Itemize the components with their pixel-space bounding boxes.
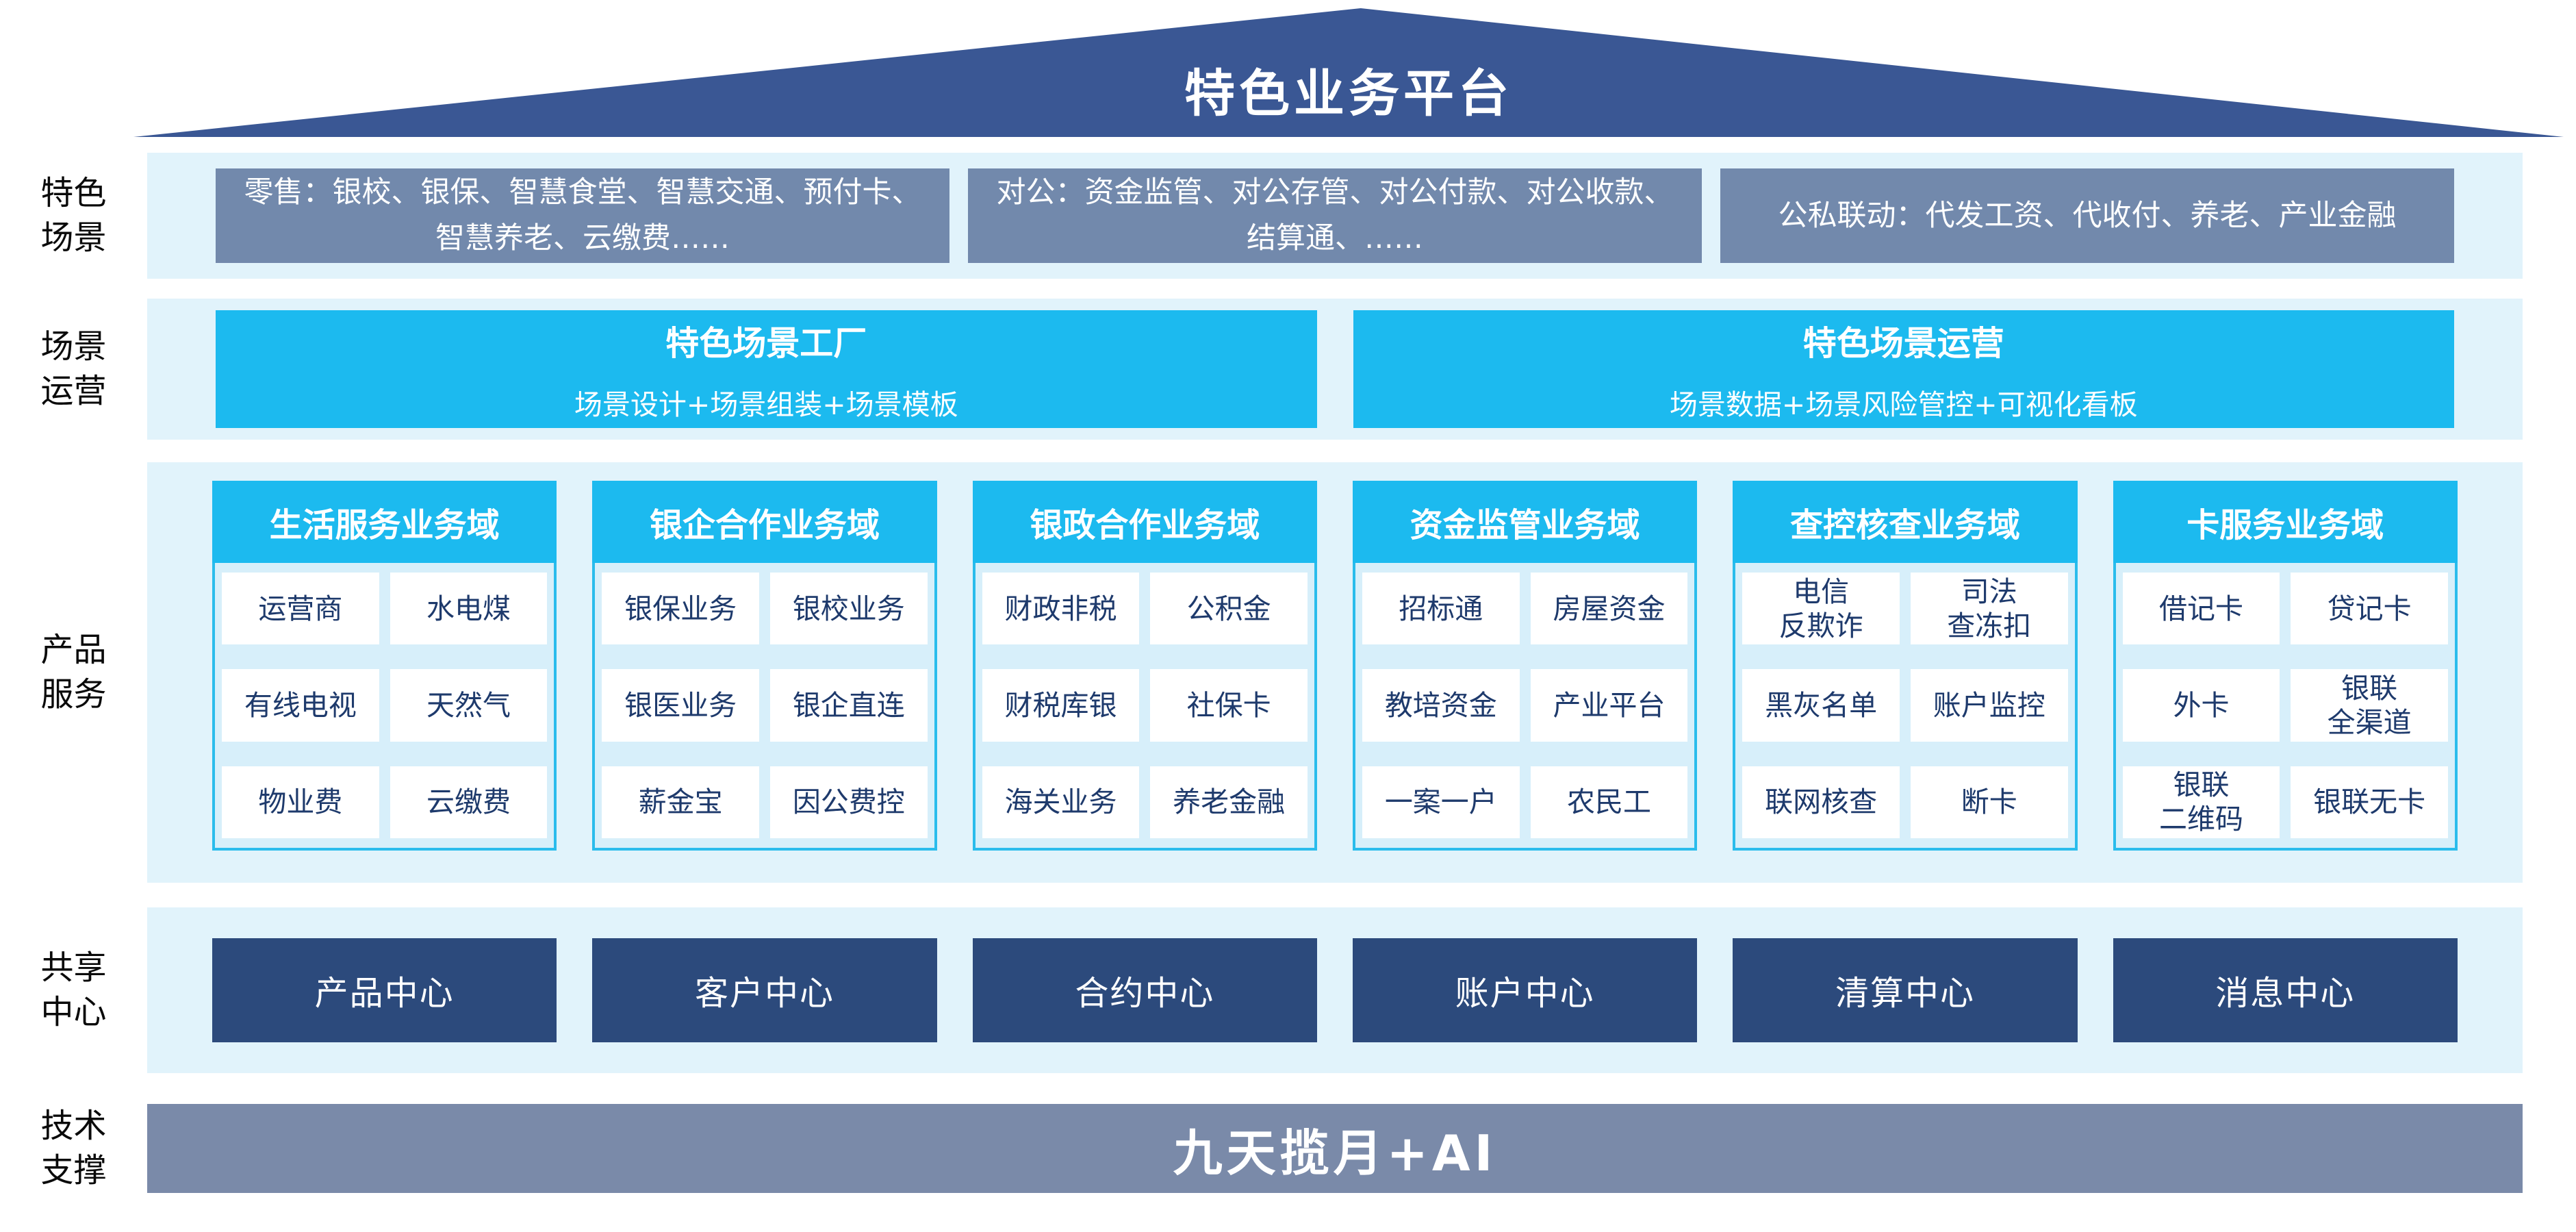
product-item: 水电煤 bbox=[390, 573, 548, 645]
product-item: 借记卡 bbox=[2122, 573, 2280, 645]
domain-header: 卡服务业务域 bbox=[2113, 481, 2458, 563]
center-box-contract: 合约中心 bbox=[972, 938, 1317, 1042]
operation-row: 特色场景工厂 场景设计+场景组装+场景模板 特色场景运营 场景数据+场景风险管控… bbox=[147, 299, 2523, 440]
product-item: 因公费控 bbox=[769, 766, 928, 838]
product-item: 社保卡 bbox=[1150, 669, 1308, 742]
op-box-subtitle: 场景数据+场景风险管控+可视化看板 bbox=[1669, 388, 2138, 421]
product-item: 银保业务 bbox=[602, 573, 759, 645]
row-label-tech: 技术 支撑 bbox=[40, 1107, 107, 1190]
domain-body: 财政非税 公积金 财税库银 社保卡 海关业务 养老金融 bbox=[975, 563, 1314, 848]
center-box-clearing: 清算中心 bbox=[1733, 938, 2078, 1042]
op-box-subtitle: 场景设计+场景组装+场景模板 bbox=[574, 388, 958, 421]
domain-column-fund-supervision: 资金监管业务域 招标通 房屋资金 教培资金 产业平台 一案一户 农民工 bbox=[1352, 481, 1698, 851]
domain-column-inquiry-control: 查控核查业务域 电信 反欺诈 司法 查冻扣 黑灰名单 账户监控 联网核查 断卡 bbox=[1733, 481, 2078, 851]
row-label-products: 产品 服务 bbox=[40, 631, 107, 714]
product-item: 运营商 bbox=[222, 573, 379, 645]
scene-box-retail: 零售：银校、银保、智慧食堂、智慧交通、预付卡、智慧养老、云缴费…… bbox=[216, 168, 949, 263]
domain-column-bank-government: 银政合作业务域 财政非税 公积金 财税库银 社保卡 海关业务 养老金融 bbox=[972, 481, 1317, 851]
product-item: 外卡 bbox=[2122, 669, 2280, 742]
product-item: 黑灰名单 bbox=[1742, 669, 1900, 742]
platform-title: 特色业务平台 bbox=[1184, 64, 1513, 123]
product-item: 账户监控 bbox=[1910, 669, 2068, 742]
product-item: 司法 查冻扣 bbox=[1910, 573, 2068, 645]
center-box-message: 消息中心 bbox=[2113, 938, 2458, 1042]
product-item: 物业费 bbox=[222, 766, 379, 838]
domain-body: 银保业务 银校业务 银医业务 银企直连 薪金宝 因公费控 bbox=[595, 563, 934, 848]
domain-body: 招标通 房屋资金 教培资金 产业平台 一案一户 农民工 bbox=[1355, 563, 1694, 848]
product-item: 招标通 bbox=[1362, 573, 1520, 645]
domain-body: 运营商 水电煤 有线电视 天然气 物业费 云缴费 bbox=[215, 563, 554, 848]
product-item: 教培资金 bbox=[1362, 669, 1520, 742]
scene-row: 零售：银校、银保、智慧食堂、智慧交通、预付卡、智慧养老、云缴费…… 对公：资金监… bbox=[147, 153, 2523, 279]
product-item: 养老金融 bbox=[1150, 766, 1308, 838]
product-item: 联网核查 bbox=[1742, 766, 1900, 838]
product-item: 银企直连 bbox=[769, 669, 928, 742]
domain-body: 借记卡 贷记卡 外卡 银联 全渠道 银联 二维码 银联无卡 bbox=[2116, 563, 2455, 848]
product-item: 薪金宝 bbox=[602, 766, 759, 838]
center-box-account: 账户中心 bbox=[1352, 938, 1698, 1042]
product-item: 银校业务 bbox=[769, 573, 928, 645]
product-item: 产业平台 bbox=[1530, 669, 1688, 742]
row-label-scene: 特色 场景 bbox=[40, 174, 107, 257]
product-item: 电信 反欺诈 bbox=[1742, 573, 1900, 645]
domain-header: 生活服务业务域 bbox=[212, 481, 557, 563]
domain-column-card-services: 卡服务业务域 借记卡 贷记卡 外卡 银联 全渠道 银联 二维码 银联无卡 bbox=[2113, 481, 2458, 851]
product-item: 断卡 bbox=[1910, 766, 2068, 838]
product-item: 云缴费 bbox=[390, 766, 548, 838]
product-item: 农民工 bbox=[1530, 766, 1688, 838]
product-item: 银联无卡 bbox=[2291, 766, 2448, 838]
centers-row: 产品中心 客户中心 合约中心 账户中心 清算中心 消息中心 bbox=[147, 907, 2523, 1073]
row-label-operation: 场景 运营 bbox=[40, 327, 107, 410]
product-item: 财政非税 bbox=[982, 573, 1140, 645]
product-item: 银联 全渠道 bbox=[2291, 669, 2448, 742]
scene-box-public-private: 公私联动：代发工资、代收付、养老、产业金融 bbox=[1720, 168, 2454, 263]
tech-support-bar: 九天揽月+AI bbox=[147, 1104, 2523, 1193]
op-box-scene-operation: 特色场景运营 场景数据+场景风险管控+可视化看板 bbox=[1353, 310, 2454, 428]
center-box-customer: 客户中心 bbox=[592, 938, 937, 1042]
center-box-product: 产品中心 bbox=[212, 938, 557, 1042]
product-item: 天然气 bbox=[390, 669, 548, 742]
row-label-centers: 共享 中心 bbox=[40, 948, 107, 1031]
product-item: 一案一户 bbox=[1362, 766, 1520, 838]
product-item: 海关业务 bbox=[982, 766, 1140, 838]
domain-header: 查控核查业务域 bbox=[1733, 481, 2078, 563]
product-item: 财税库银 bbox=[982, 669, 1140, 742]
domain-body: 电信 反欺诈 司法 查冻扣 黑灰名单 账户监控 联网核查 断卡 bbox=[1735, 563, 2074, 848]
scene-box-corporate: 对公：资金监管、对公存管、对公付款、对公收款、结算通、…… bbox=[968, 168, 1702, 263]
domain-header: 银政合作业务域 bbox=[972, 481, 1317, 563]
domain-column-life-services: 生活服务业务域 运营商 水电煤 有线电视 天然气 物业费 云缴费 bbox=[212, 481, 557, 851]
op-box-title: 特色场景运营 bbox=[1802, 323, 2004, 363]
product-item: 有线电视 bbox=[222, 669, 379, 742]
product-item: 贷记卡 bbox=[2291, 573, 2448, 645]
domain-column-bank-enterprise: 银企合作业务域 银保业务 银校业务 银医业务 银企直连 薪金宝 因公费控 bbox=[592, 481, 937, 851]
product-item: 银医业务 bbox=[602, 669, 759, 742]
op-box-scene-factory: 特色场景工厂 场景设计+场景组装+场景模板 bbox=[216, 310, 1317, 428]
product-item: 房屋资金 bbox=[1530, 573, 1688, 645]
domain-header: 银企合作业务域 bbox=[592, 481, 937, 563]
product-item: 公积金 bbox=[1150, 573, 1308, 645]
domain-header: 资金监管业务域 bbox=[1352, 481, 1698, 563]
products-row: 生活服务业务域 运营商 水电煤 有线电视 天然气 物业费 云缴费 银企合作业务域… bbox=[147, 462, 2523, 883]
op-box-title: 特色场景工厂 bbox=[665, 323, 867, 363]
roof-banner: 特色业务平台 bbox=[133, 8, 2564, 137]
product-item: 银联 二维码 bbox=[2122, 766, 2280, 838]
